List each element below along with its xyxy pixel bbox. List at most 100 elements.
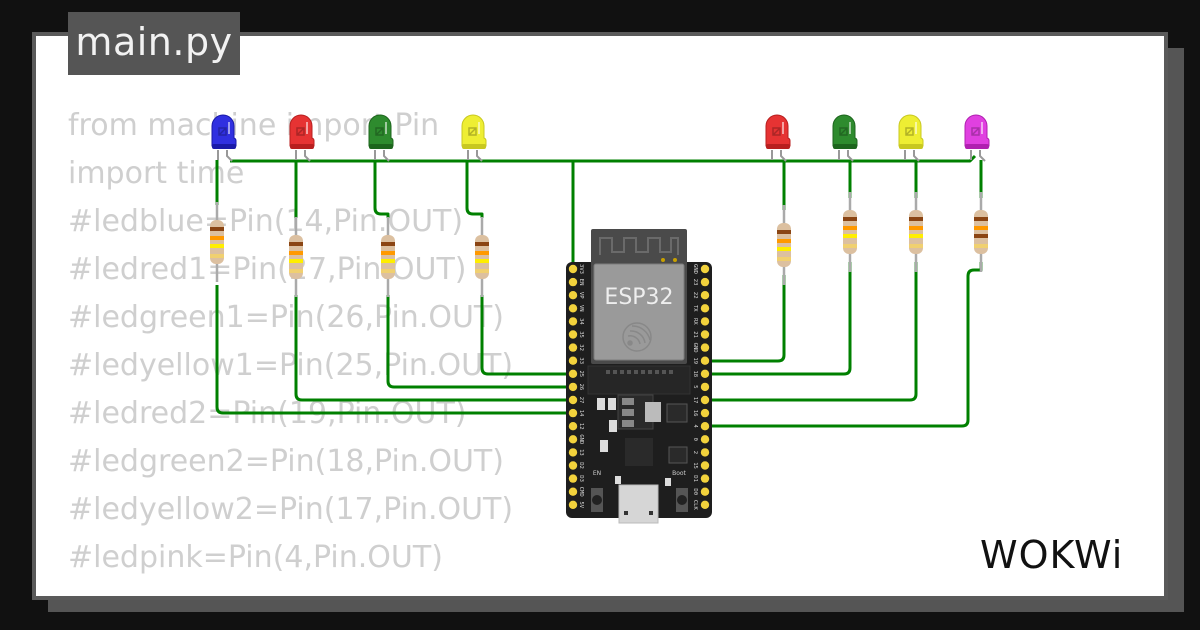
led-pink[interactable] (964, 114, 990, 162)
pin-label: 23 (692, 279, 698, 286)
pin-18[interactable] (700, 369, 710, 378)
pin-RX[interactable] (700, 317, 710, 326)
pin-34[interactable] (568, 317, 578, 326)
pin-label: 3V3 (578, 264, 584, 274)
pin-TX[interactable] (700, 304, 710, 313)
led-red2[interactable] (765, 114, 791, 162)
pin-32[interactable] (568, 343, 578, 352)
pin-27[interactable] (568, 395, 578, 405)
pin-label: 16 (692, 410, 698, 417)
code-line: #ledyellow2=Pin(17,Pin.OUT) (68, 492, 514, 527)
pin-label: GND (692, 343, 698, 353)
wire-yellow1-to-25[interactable] (480, 295, 573, 376)
pin-4[interactable] (700, 422, 710, 431)
pin-label: CLK (692, 500, 698, 511)
pin-label: 22 (692, 292, 698, 299)
pin-35[interactable] (568, 330, 578, 339)
led-red1[interactable] (289, 114, 315, 162)
pin-16[interactable] (700, 408, 710, 418)
pin-label: 25 (578, 370, 584, 377)
boot-button[interactable] (676, 488, 688, 512)
pin-label: 5V (578, 501, 584, 508)
code-line: #ledred1=Pin(27,Pin.OUT) (68, 252, 467, 287)
pin-13[interactable] (568, 448, 578, 457)
pin-21[interactable] (700, 330, 710, 339)
led-blue[interactable] (211, 114, 237, 162)
pin-label: GND (578, 434, 584, 444)
pin-D0[interactable] (700, 487, 710, 496)
resistor[interactable] (909, 192, 923, 272)
pin-label: CMD (578, 487, 584, 497)
resistor[interactable] (289, 217, 303, 297)
resistor[interactable] (974, 192, 988, 272)
pin-22[interactable] (700, 291, 710, 300)
pin-3V3[interactable] (568, 264, 578, 274)
file-tab[interactable]: main.py (68, 12, 240, 75)
pin-23[interactable] (700, 277, 710, 287)
pin-label: D2 (578, 462, 584, 469)
pin-5V[interactable] (568, 500, 578, 509)
pin-33[interactable] (568, 356, 578, 365)
led-green2[interactable] (832, 114, 858, 162)
pin-0[interactable] (700, 435, 710, 444)
pin-GND[interactable] (700, 343, 710, 352)
pin-label: 13 (578, 449, 584, 456)
en-label: EN (593, 470, 601, 477)
pin-GND[interactable] (700, 264, 710, 274)
resistor[interactable] (381, 217, 395, 297)
pin-CMD[interactable] (568, 487, 578, 496)
resistor[interactable] (777, 205, 791, 285)
pin-14[interactable] (568, 408, 578, 418)
wire-pink-to-4[interactable] (705, 262, 983, 428)
wire-green1-led[interactable] (373, 160, 390, 218)
wire-ground-rail[interactable] (230, 154, 977, 163)
pin-label: GND (692, 264, 698, 274)
usb-port[interactable] (618, 484, 659, 524)
pin-label: 19 (692, 357, 698, 364)
code-line: #ledyellow1=Pin(25,Pin.OUT) (68, 348, 514, 383)
pin-2[interactable] (700, 448, 710, 457)
en-button[interactable] (591, 488, 603, 512)
wire-yellow1-led[interactable] (465, 160, 484, 218)
wire-yellow2-to-17[interactable] (705, 262, 918, 402)
pin-17[interactable] (700, 395, 710, 405)
resistor[interactable] (475, 217, 489, 297)
code-line: #ledpink=Pin(4,Pin.OUT) (68, 540, 443, 575)
logo-text: WOKWi (980, 533, 1123, 577)
wire-blue-to-14[interactable] (215, 285, 573, 415)
pin-CLK[interactable] (700, 500, 710, 509)
led-yellow2[interactable] (898, 114, 924, 162)
pin-GND[interactable] (568, 435, 578, 444)
pin-12[interactable] (568, 422, 578, 431)
esp32-shield (593, 263, 685, 361)
resistor[interactable] (210, 202, 224, 282)
esp32-board[interactable]: ESP32 EN (566, 229, 712, 524)
pin-label: 32 (578, 344, 584, 351)
resistors (210, 192, 988, 297)
wire-green1-to-26[interactable] (386, 295, 573, 389)
leds (211, 114, 990, 162)
wire-green2-to-18[interactable] (705, 262, 852, 376)
pin-D2[interactable] (568, 461, 578, 470)
led-green1[interactable] (368, 114, 394, 162)
pin-D1[interactable] (700, 474, 710, 483)
pin-label: 18 (692, 370, 698, 377)
pin-VP[interactable] (568, 291, 578, 300)
pin-VN[interactable] (568, 304, 578, 313)
pin-label: 12 (578, 423, 584, 430)
pin-15[interactable] (700, 461, 710, 470)
wire-red1-to-27[interactable] (294, 295, 573, 402)
pin-19[interactable] (700, 356, 710, 365)
pin-25[interactable] (568, 369, 578, 378)
led-yellow1[interactable] (461, 114, 487, 162)
pin-D3[interactable] (568, 474, 578, 483)
pin-label: 26 (578, 384, 584, 391)
pin-EN[interactable] (568, 277, 578, 287)
resistor[interactable] (843, 192, 857, 272)
pin-label: 15 (692, 462, 698, 469)
wire-red2-to-19[interactable] (705, 275, 786, 363)
pin-label: EN (578, 279, 584, 286)
pin-26[interactable] (568, 382, 578, 392)
pin-5[interactable] (700, 382, 710, 392)
pin-label: 21 (692, 331, 698, 338)
